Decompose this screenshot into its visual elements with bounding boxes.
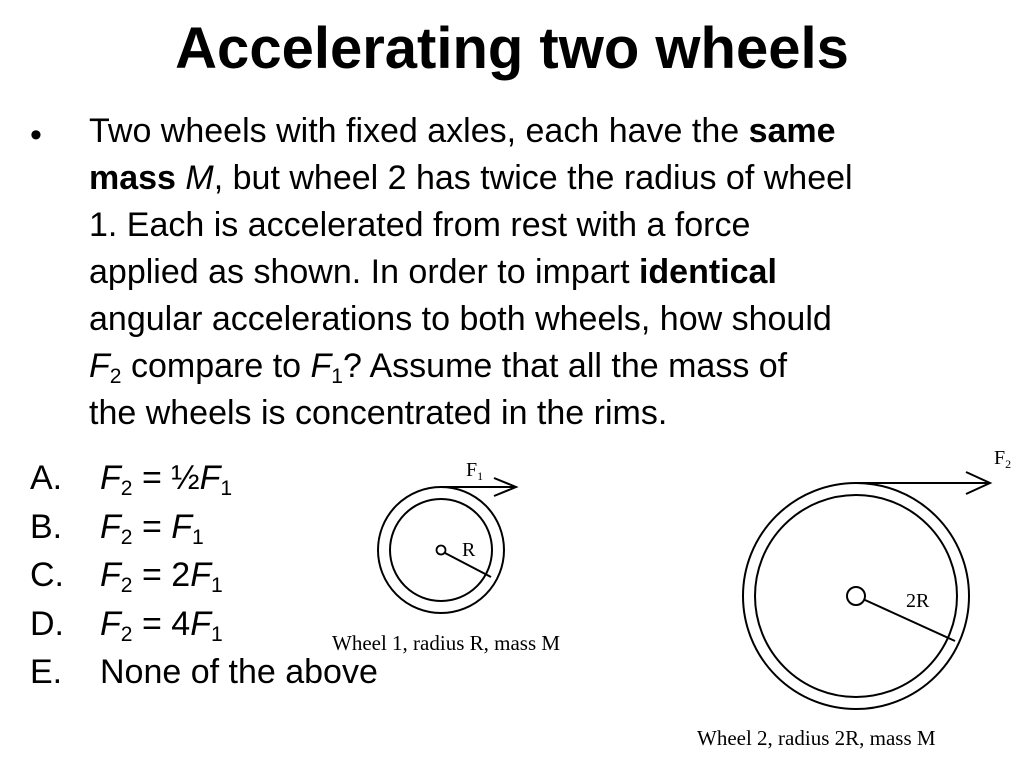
wheel-1-axle <box>435 544 447 556</box>
question-line-4: applied as shown. In order to impart ide… <box>89 253 777 291</box>
f2-symbol: F <box>89 347 110 385</box>
wheel-1-force-label: F1 <box>466 459 483 483</box>
wheel-2-radius-label: 2R <box>906 590 930 612</box>
wheel-2-radius-line <box>864 599 956 642</box>
choice-letter: A. <box>30 459 63 497</box>
emphasis-identical: identical <box>638 253 777 291</box>
choice-b[interactable]: B.F2 = F1 <box>30 503 378 552</box>
wheel-1: F1 R Wheel 1, radius R, mass M <box>332 459 560 655</box>
wheel-2-caption: Wheel 2, radius 2R, mass M <box>697 726 936 750</box>
question-line-1: Two wheels with fixed axles, each have t… <box>89 112 836 150</box>
question-text: Two wheels with fixed axles, each have t… <box>89 108 999 437</box>
choice-e[interactable]: E.None of the above <box>30 648 378 697</box>
wheel-1-radius-label: R <box>462 539 476 561</box>
wheel-2-force-label: F2 <box>994 447 1011 471</box>
choice-c[interactable]: C.F2 = 2F1 <box>30 551 378 600</box>
wheel-1-caption: Wheel 1, radius R, mass M <box>332 631 560 655</box>
wheel-1-inner-rim <box>389 498 493 602</box>
choice-a[interactable]: A.F2 = ½F1 <box>30 454 378 503</box>
wheel-1-force-arrowhead <box>493 477 519 497</box>
wheel-1-radius-line <box>444 552 492 578</box>
bullet-mark: • <box>30 116 42 154</box>
wheel-2-inner-rim <box>754 494 958 698</box>
choice-d[interactable]: D.F2 = 4F1 <box>30 600 378 649</box>
choice-letter: C. <box>30 556 64 594</box>
choice-letter: B. <box>30 507 63 546</box>
wheel-2-force-arrowhead <box>965 471 993 495</box>
question-line-2: mass M, but wheel 2 has twice the radius… <box>89 159 853 197</box>
wheel-2: F2 2R Wheel 2, radius 2R, mass M <box>697 447 1011 750</box>
mass-symbol: M <box>185 159 214 197</box>
question-line-6: F2 compare to F1? Assume that all the ma… <box>89 347 788 388</box>
answer-choices: A.F2 = ½F1 B.F2 = F1 C.F2 = 2F1 D.F2 = 4… <box>30 454 378 697</box>
emphasis-same: same <box>748 112 836 150</box>
question-line-3: 1. Each is accelerated from rest with a … <box>89 206 751 244</box>
wheel-2-axle <box>846 586 866 606</box>
emphasis-mass: mass <box>89 159 176 197</box>
question-line-5: angular accelerations to both wheels, ho… <box>89 300 832 338</box>
choice-letter: D. <box>30 604 64 643</box>
question-line-7: the wheels is concentrated in the rims. <box>89 394 668 432</box>
slide-title: Accelerating two wheels <box>175 16 849 81</box>
f1-symbol: F <box>310 347 332 385</box>
choice-letter: E. <box>30 653 63 691</box>
